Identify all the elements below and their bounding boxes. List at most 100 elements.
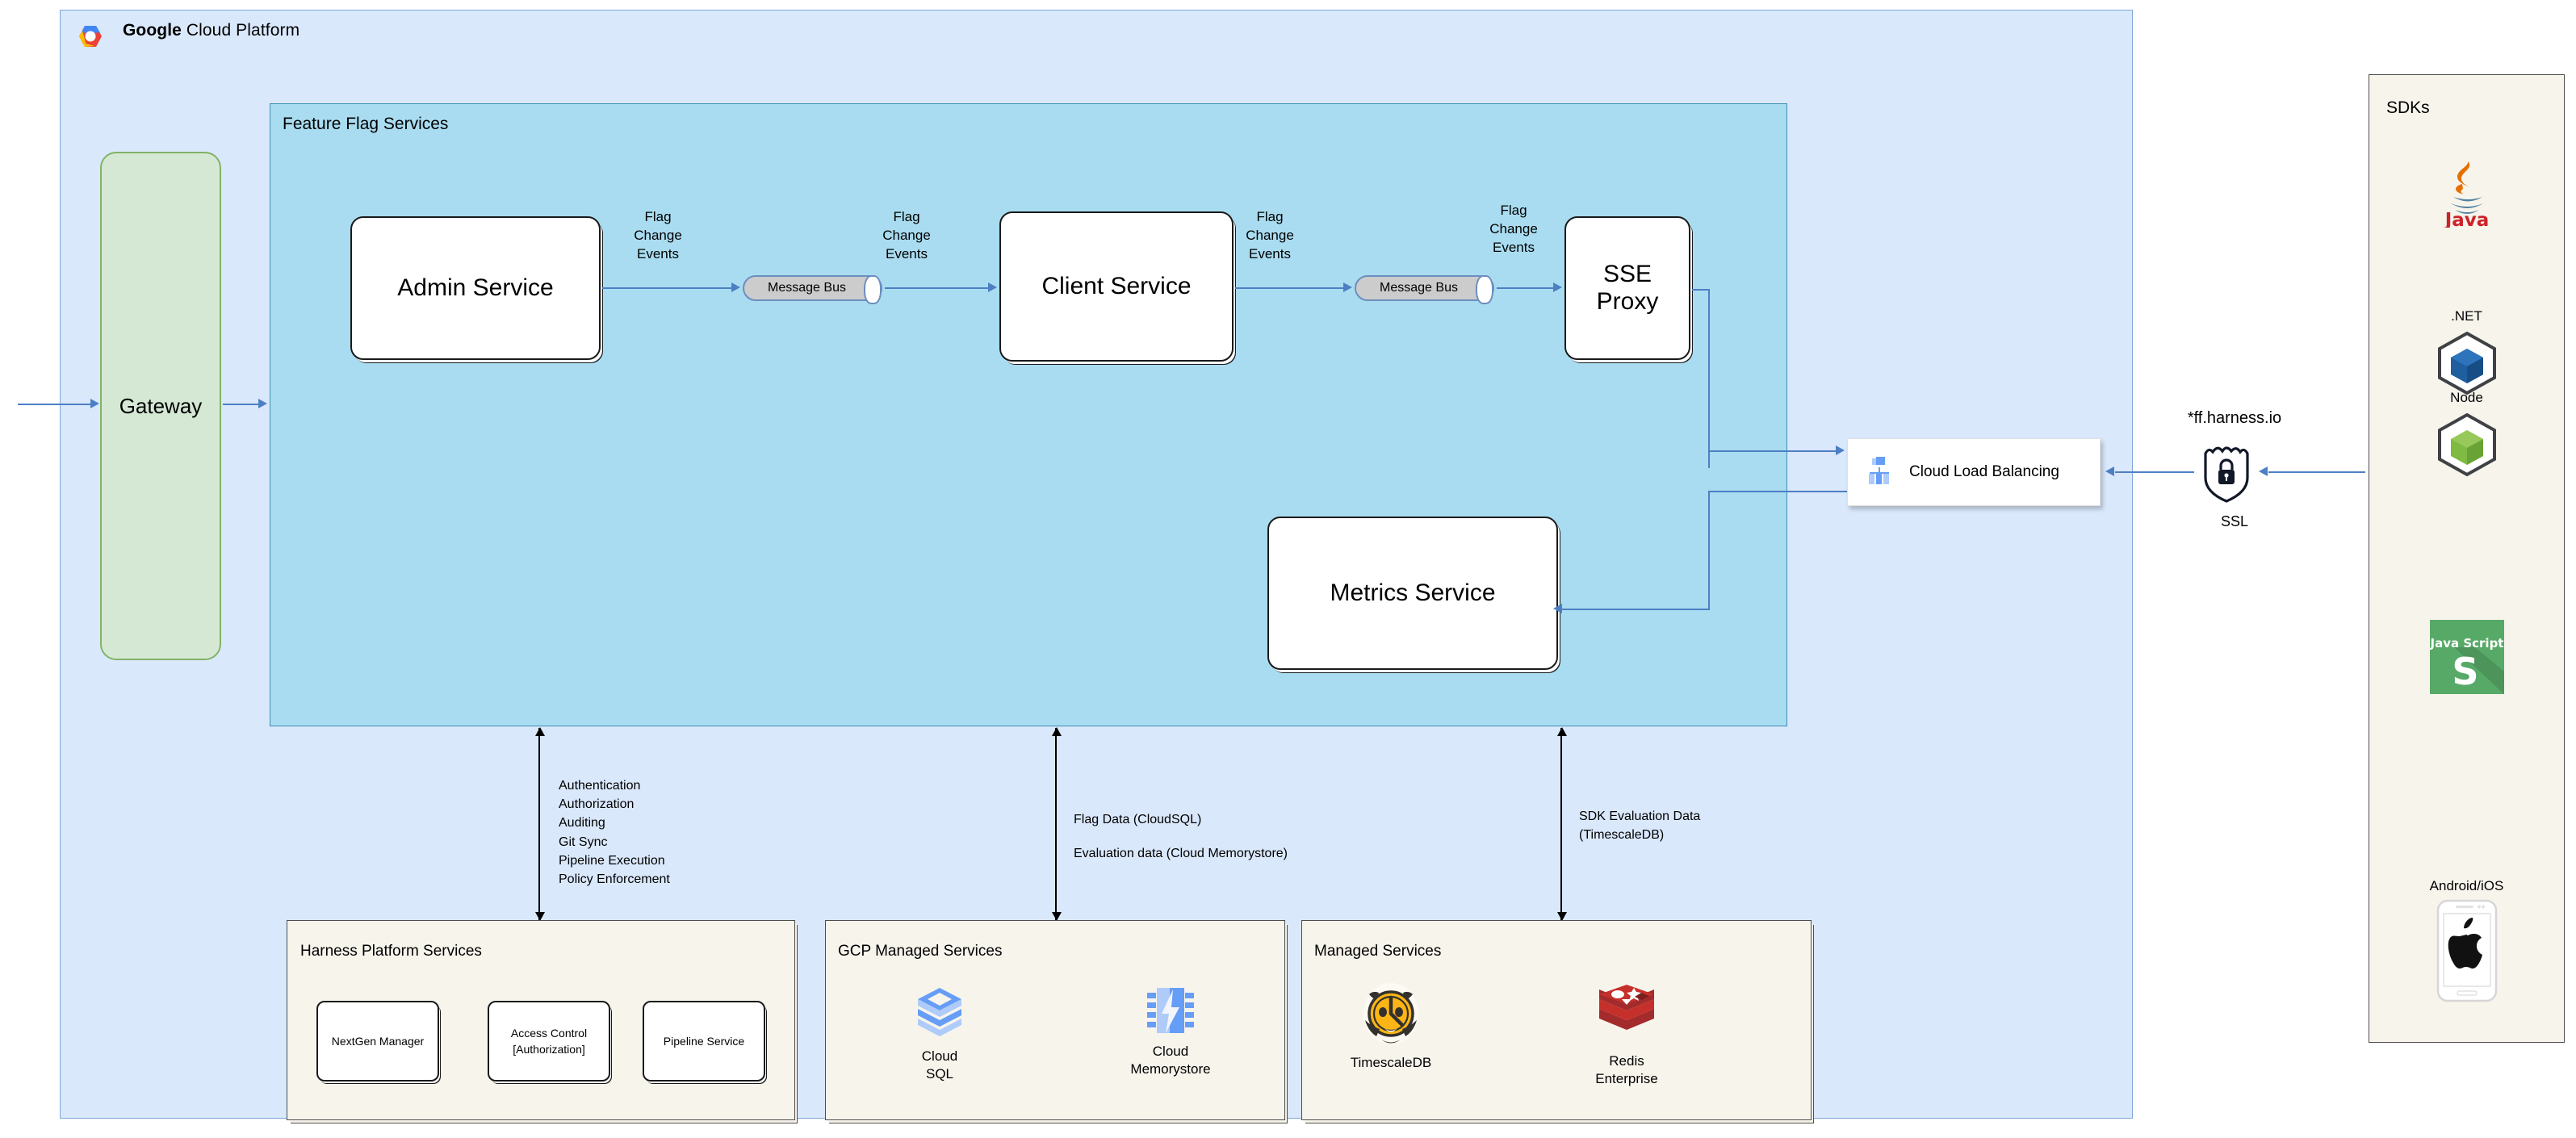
bus1-to-client-arrowhead: [988, 282, 997, 292]
gcp-managed-services-title: GCP Managed Services: [838, 943, 1003, 960]
nextgen-manager-box[interactable]: NextGen Manager: [316, 1001, 439, 1082]
svg-text:Java Script: Java Script: [2430, 636, 2503, 651]
sdk-item-android-ios[interactable]: Android/iOS: [2369, 878, 2565, 1006]
feature-flag-services-container: [270, 103, 1787, 726]
message-bus-2[interactable]: Message Bus: [1355, 275, 1494, 304]
redis-icon: [1596, 985, 1657, 1051]
ssl-to-lb-arrowhead: [2105, 466, 2114, 476]
inbound-line: [18, 404, 90, 405]
bus2-to-sse-arrowhead: [1553, 282, 1562, 292]
sdk-item-java[interactable]: Java: [2369, 158, 2565, 232]
access-control-label-line1: Access Control: [510, 1026, 588, 1040]
cloud-memorystore-icon: [1144, 988, 1197, 1041]
cloud-memorystore-label-line1: Cloud: [1152, 1044, 1189, 1060]
timescaledb-tiger-icon: [1360, 983, 1422, 1052]
access-control-box[interactable]: Access Control [Authorization]: [488, 1001, 610, 1082]
cloud-load-balancing-label: Cloud Load Balancing: [1909, 463, 2059, 480]
metrics-out-v: [1708, 491, 1710, 610]
sse-to-lb-arrowhead: [1836, 446, 1845, 455]
feature-flag-services-title: Feature Flag Services: [283, 115, 449, 133]
gcp-annotation-evaluation-data: Evaluation data (Cloud Memorystore): [1074, 846, 1288, 860]
admin-to-bus1-line: [602, 287, 731, 289]
metrics-service-box[interactable]: Metrics Service: [1267, 517, 1558, 670]
client-service-box[interactable]: Client Service: [999, 211, 1234, 362]
sdks-panel: [2369, 74, 2565, 1043]
message-bus-1[interactable]: Message Bus: [743, 275, 882, 304]
gcp-title-rest: Cloud Platform: [181, 21, 300, 40]
harness-annotation-0: Authentication: [559, 779, 641, 793]
client-to-bus2-arrowhead: [1343, 282, 1352, 292]
sdk-item-node[interactable]: Node: [2369, 390, 2565, 483]
metrics-service-label: Metrics Service: [1330, 579, 1496, 606]
harness-bidirectional-arrow: [535, 727, 545, 921]
gcp-bidirectional-arrow: [1052, 727, 1062, 921]
harness-platform-services-title: Harness Platform Services: [300, 943, 482, 960]
node-cube-icon: [2433, 412, 2501, 482]
managed-annotation-list: SDK Evaluation Data (TimescaleDB): [1579, 807, 1700, 844]
cloud-memorystore-item[interactable]: Cloud Memorystore: [1106, 985, 1235, 1078]
cloud-sql-item[interactable]: Cloud SQL: [892, 985, 987, 1083]
dotnet-cube-icon: [2433, 331, 2501, 400]
cloud-sql-label-line1: Cloud: [921, 1048, 958, 1065]
sse-out-h1: [1692, 289, 1710, 291]
redis-label-line1: Redis: [1609, 1053, 1644, 1069]
cloud-sql-label-line2: SQL: [925, 1066, 954, 1082]
message-bus-1-label: Message Bus: [768, 281, 846, 295]
sdk-to-ssl-arrowhead: [2259, 466, 2268, 476]
sdk-caption-dotnet: .NET: [2451, 308, 2482, 324]
timescaledb-item[interactable]: TimescaleDB: [1330, 983, 1451, 1072]
redis-item[interactable]: Redis Enterprise: [1566, 983, 1687, 1088]
google-cloud-logo: [76, 23, 105, 50]
sse-proxy-label-line1: SSE: [1602, 260, 1652, 287]
managed-bidirectional-arrow: [1557, 727, 1567, 921]
managed-annotation-line1: SDK Evaluation Data: [1579, 810, 1701, 823]
sse-out-h2: [1708, 450, 1837, 452]
java-logo: Java: [2436, 161, 2499, 231]
pipeline-service-label: Pipeline Service: [663, 1034, 745, 1048]
nextgen-manager-label: NextGen Manager: [331, 1034, 425, 1048]
sdk-item-javascript[interactable]: Java Script S: [2369, 620, 2565, 698]
gateway-to-ffs-line: [223, 404, 258, 405]
harness-annotation-5: Policy Enforcement: [559, 872, 670, 886]
sse-proxy-label-line2: Proxy: [1596, 288, 1659, 315]
gcp-annotation-list: Flag Data (CloudSQL) Evaluation data (Cl…: [1074, 803, 1288, 870]
message-bus-2-label: Message Bus: [1380, 281, 1458, 295]
bus1-to-client-line: [885, 287, 988, 289]
gcp-title-bold: Google: [123, 21, 182, 40]
bus2-to-sse-line: [1497, 287, 1553, 289]
client-service-label: Client Service: [1041, 272, 1192, 299]
ssl-shield-lock-icon: [2198, 442, 2255, 504]
cloud-load-balancing-box[interactable]: Cloud Load Balancing: [1847, 438, 2101, 506]
gateway-box[interactable]: Gateway: [100, 152, 221, 660]
admin-service-box[interactable]: Admin Service: [350, 216, 601, 360]
ssl-to-lb-line: [2115, 471, 2194, 473]
cloud-memorystore-label-line2: Memorystore: [1130, 1061, 1211, 1077]
metrics-out-h2: [1708, 491, 1847, 492]
ff-domain-label: *ff.harness.io: [2187, 409, 2282, 427]
cloud-load-balancing-icon: [1862, 454, 1896, 492]
message-bus-1-cap: [864, 275, 882, 304]
ssl-label: SSL: [2220, 513, 2249, 529]
message-bus-2-cap: [1476, 275, 1493, 304]
sse-proxy-box[interactable]: SSE Proxy: [1564, 216, 1690, 360]
sdks-title: SDKs: [2386, 98, 2430, 117]
managed-annotation-line2: (TimescaleDB): [1579, 828, 1665, 843]
client-to-bus2-line: [1235, 287, 1343, 289]
cloud-sql-icon: [913, 988, 966, 1046]
gcp-title: Google Cloud Platform: [123, 21, 299, 40]
lb-to-metrics-arrowhead: [1553, 604, 1562, 613]
sse-out-v: [1708, 289, 1710, 468]
sdk-caption-android-ios: Android/iOS: [2429, 878, 2504, 893]
harness-annotation-1: Authorization: [559, 797, 635, 812]
sdk-caption-node: Node: [2450, 390, 2483, 405]
harness-annotation-3: Git Sync: [559, 835, 608, 849]
gateway-label: Gateway: [119, 393, 203, 418]
sdk-item-dotnet[interactable]: .NET: [2369, 308, 2565, 401]
sdk-to-ssl-line: [2268, 471, 2365, 473]
pipeline-service-box[interactable]: Pipeline Service: [643, 1001, 765, 1082]
svg-text:Java: Java: [2443, 210, 2489, 228]
